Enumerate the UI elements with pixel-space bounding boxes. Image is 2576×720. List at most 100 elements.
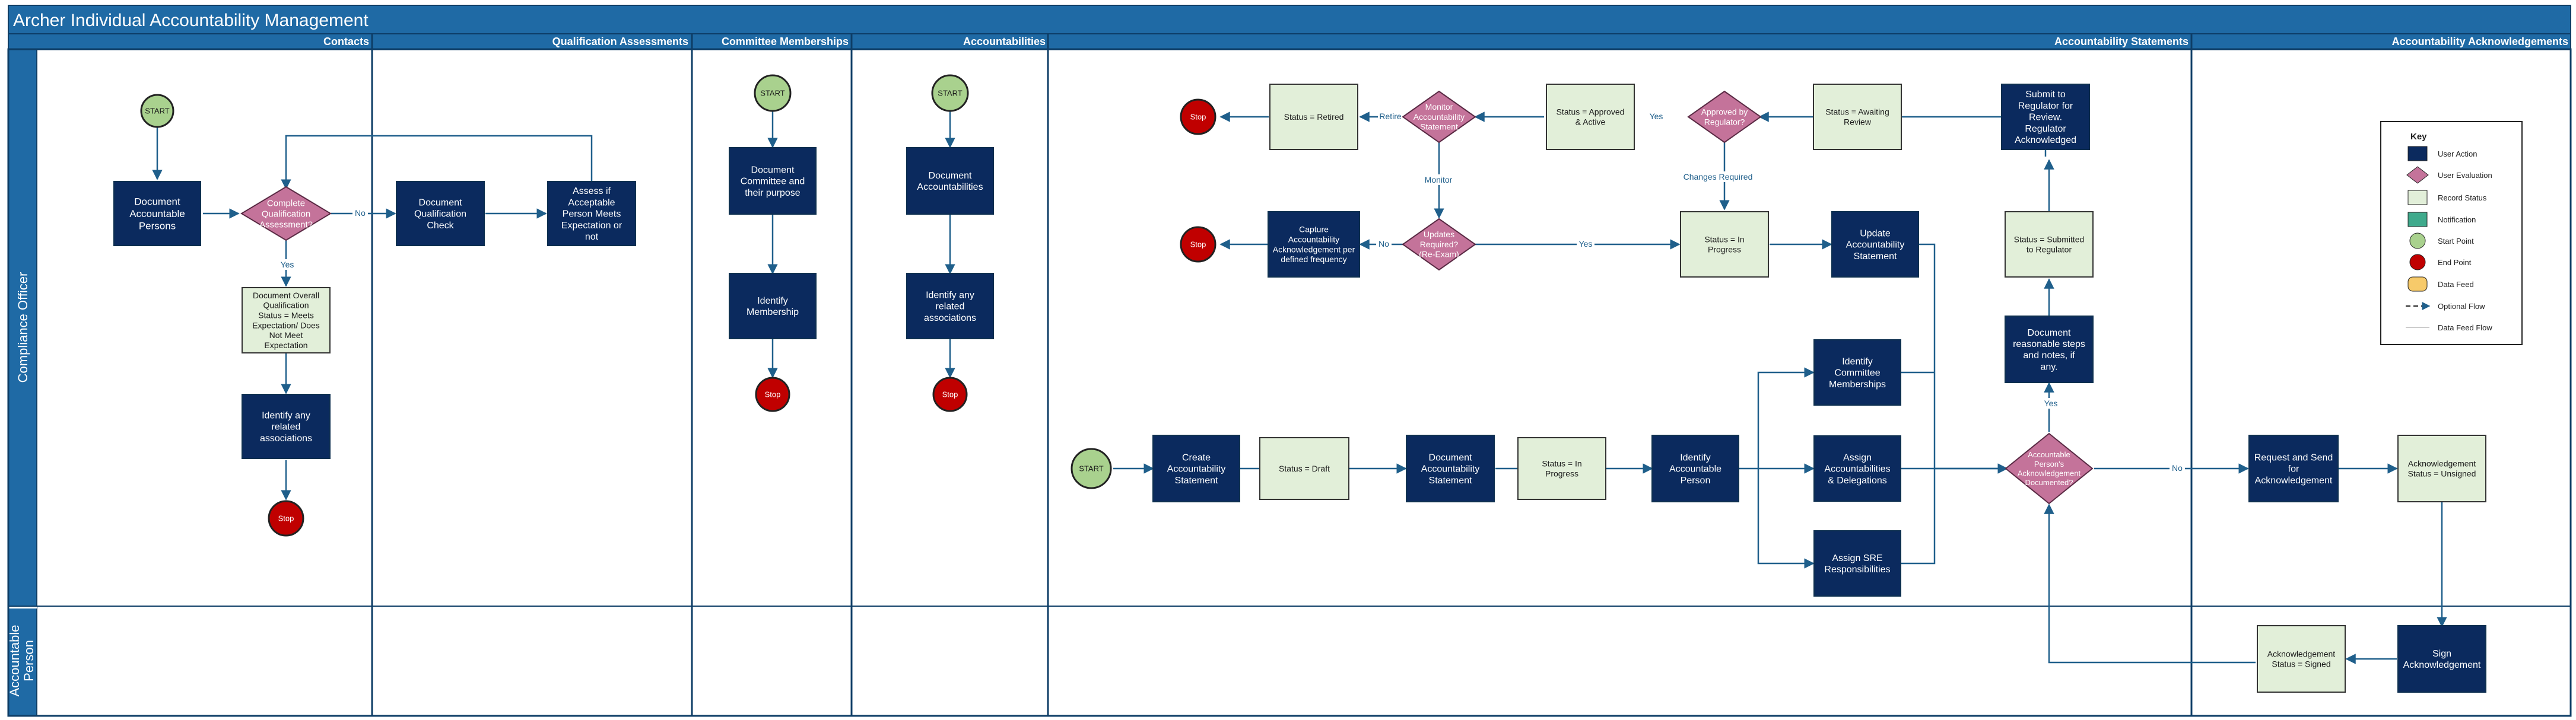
column-header-acknowledgements: Accountability Acknowledgements (2392, 36, 2568, 47)
lane-accountable-person-word2: Person (21, 640, 36, 681)
edge-label-bg (1376, 238, 1392, 249)
lane-label-divider (8, 606, 37, 609)
column-header-qualification: Qualification Assessments (552, 36, 688, 47)
column-header-statements: Accountability Statements (2054, 36, 2189, 47)
node-shape-stop (268, 500, 304, 537)
key-label-data-feed-flow: Data Feed Flow (2438, 323, 2492, 332)
node-shape-status (2005, 211, 2094, 278)
node-shape-start (1071, 448, 1112, 489)
edge-label-bg (1378, 111, 1403, 122)
node-shape-start (931, 74, 969, 112)
node-shape-status (1546, 84, 1635, 150)
edge-label-yes-updates: Yes (1579, 239, 1593, 249)
key-box (2380, 121, 2523, 345)
node-shape-action (2397, 625, 2486, 693)
node-shape-status (2397, 435, 2486, 502)
edge-label-bg (1681, 171, 1755, 182)
node-label: Status = Draft (1279, 464, 1330, 473)
edge-label-no-updates: No (1378, 239, 1389, 249)
node-shape-eval (1402, 90, 1476, 144)
key-swatch-end-point (2409, 254, 2426, 270)
edge-label-bg (1577, 238, 1594, 249)
connectors (152, 111, 2447, 664)
node-start1: START (140, 94, 174, 128)
node-shape-status (2257, 625, 2346, 693)
node-shape-action (1831, 211, 1919, 278)
node-shape-action (1813, 435, 1901, 502)
node-shape-action (1813, 530, 1901, 597)
node-shape-stop (755, 377, 790, 412)
node-label: START (938, 89, 962, 98)
node-shape-action (1406, 435, 1495, 502)
node-shape-start (754, 74, 792, 112)
edge-label-no-ack: No (2172, 463, 2183, 473)
node-label: START (1079, 464, 1103, 473)
node-label: Status = Approved& Active (1557, 107, 1625, 127)
node-shape-action (1152, 435, 1240, 502)
node-stop4: Stop (1180, 98, 1216, 135)
node-label: START (145, 107, 169, 116)
node-shape-action (1268, 211, 1360, 278)
edge-label-bg (1647, 111, 1665, 122)
node-shape-action (729, 273, 817, 339)
key-label-start-point: Start Point (2438, 237, 2474, 246)
node-status-draft: Status = Draft (1259, 437, 1349, 500)
lane-compliance-officer: Compliance Officer (15, 272, 30, 383)
key-label-user-action: User Action (2438, 149, 2477, 158)
node-label: START (760, 89, 784, 98)
edge-label-no: No (355, 208, 366, 218)
node-shape-status (1517, 437, 1606, 500)
diagram-title: Archer Individual Accountability Managem… (13, 11, 369, 30)
edge-label-retire: Retire (1379, 111, 1402, 121)
node-shape-status (1269, 84, 1358, 150)
node-start4: START (1071, 448, 1112, 489)
node-shape-eval (2005, 432, 2094, 505)
node-shape-eval (1687, 90, 1762, 144)
column-header-strip (8, 33, 2571, 50)
edge-label-yes-ack: Yes (2044, 399, 2058, 408)
node-shape-status (1813, 84, 1902, 150)
node-label: Stop (1190, 113, 1206, 122)
node-start2: START (754, 74, 792, 112)
node-label: Stop (278, 514, 294, 523)
edge-label-yes: Yes (281, 260, 294, 269)
node-shape-status (242, 287, 331, 353)
key-title: Key (2410, 132, 2427, 142)
node-label: Stop (1190, 240, 1206, 249)
key-swatch-user-evaluation (2406, 166, 2429, 184)
edge-label-bg (278, 259, 296, 270)
